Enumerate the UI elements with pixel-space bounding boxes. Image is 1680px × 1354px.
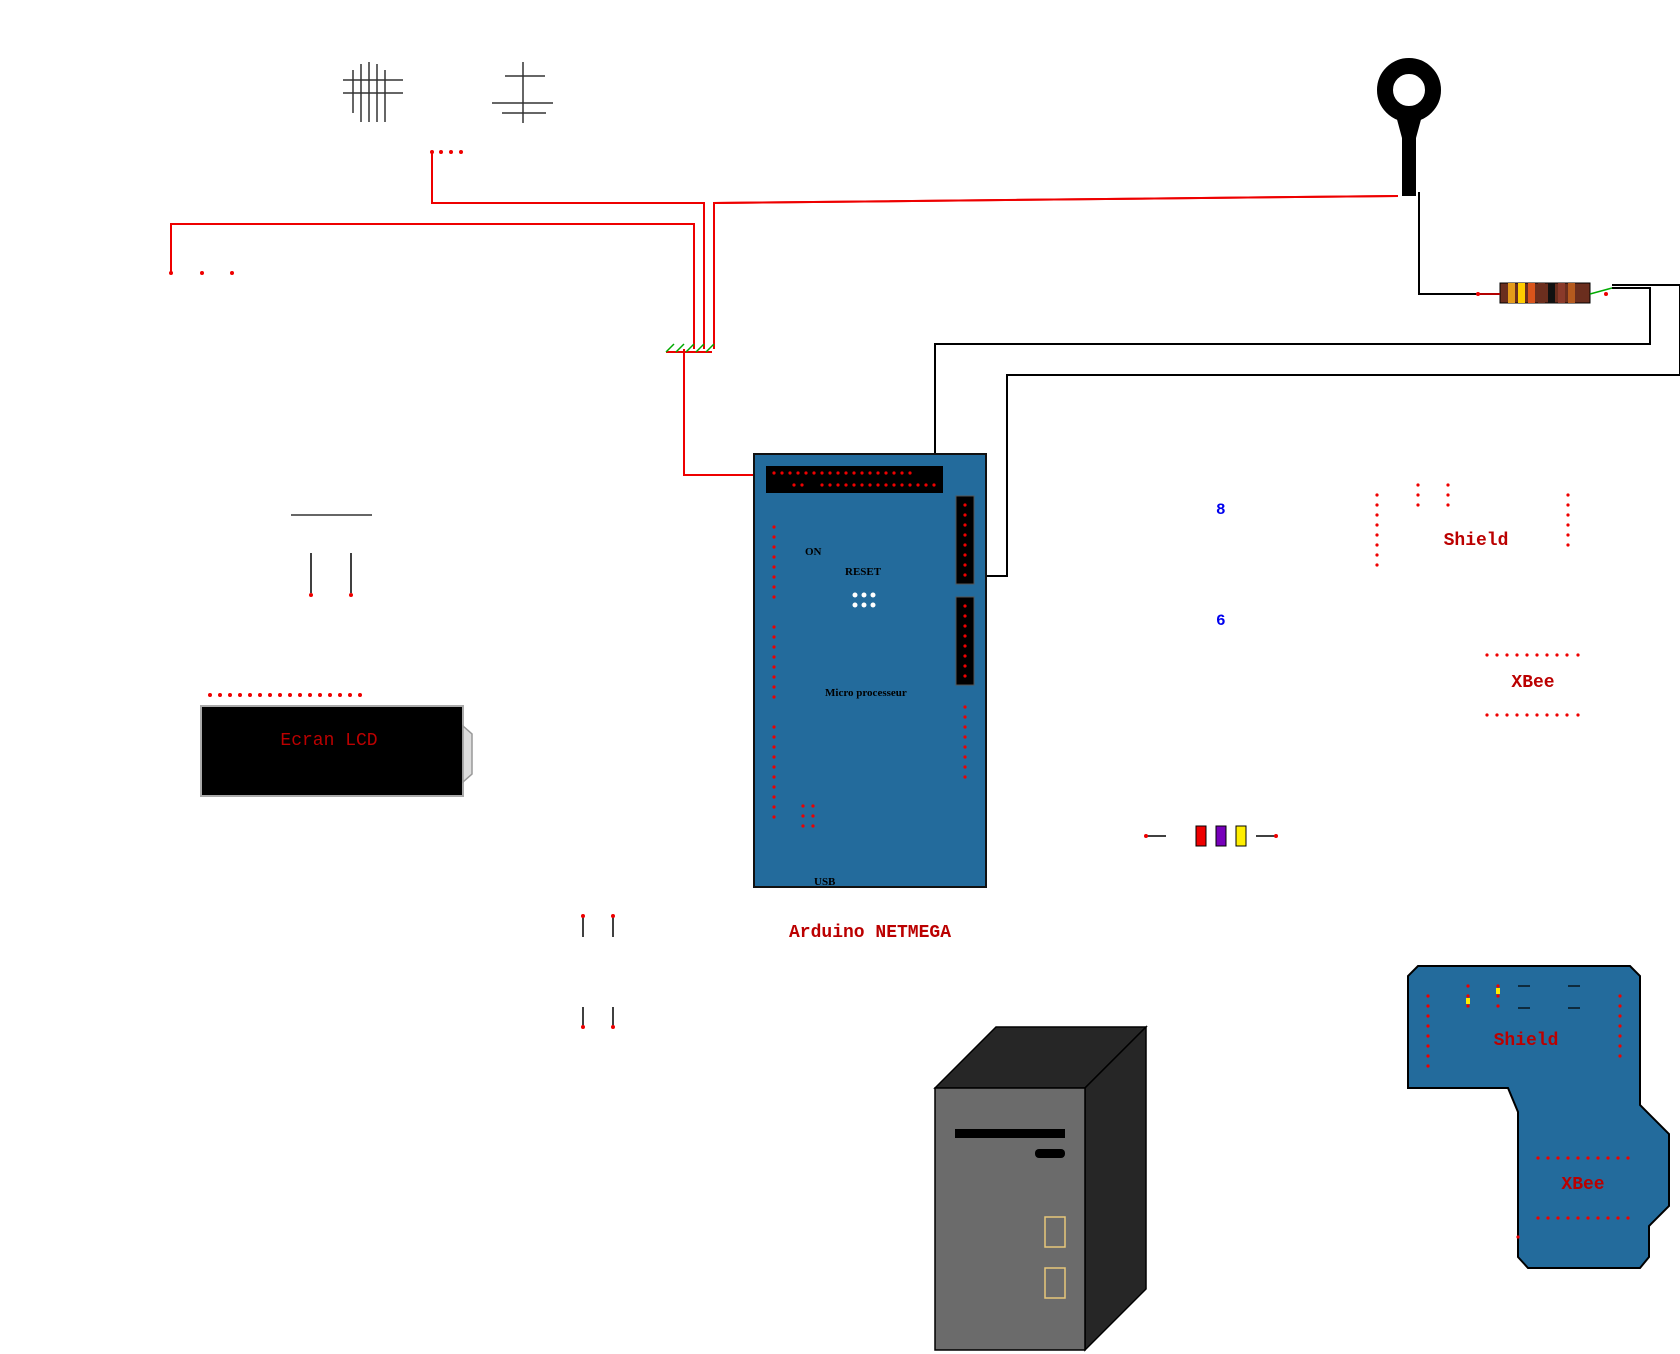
- top-header-pins: [772, 471, 936, 487]
- board-micro-label: Micro processeur: [825, 687, 907, 699]
- board-usb-label: USB: [814, 876, 836, 888]
- pin-8-label: 8: [1216, 501, 1226, 519]
- arduino-board: ON RESET Micro processeur USB: [753, 453, 987, 888]
- switch-symbol-icon: [291, 514, 372, 593]
- left-header-pins: [772, 525, 815, 828]
- connector-dots-top: [169, 150, 463, 275]
- top-xbee-label: XBee: [1511, 673, 1554, 693]
- bottom-shield-label: Shield: [1494, 1031, 1559, 1051]
- bottom-xbee-label: XBee: [1561, 1175, 1604, 1195]
- lcd-pin-row: [208, 693, 362, 697]
- computer-tower-icon: [933, 1025, 1148, 1352]
- right-header-pins: [963, 503, 967, 779]
- multi-line-symbol-icon: [343, 62, 403, 122]
- resistor-icon: [1476, 282, 1613, 304]
- ring-terminal-icon: [1377, 58, 1441, 196]
- icsp-pins: [852, 592, 876, 608]
- board-on-label: ON: [805, 546, 822, 558]
- resistor-small-icon: [1144, 825, 1278, 847]
- lcd-screen: Ecran LCD: [200, 693, 473, 797]
- board-reset-label: RESET: [845, 566, 882, 578]
- black-wires: [934, 192, 1680, 577]
- ground-symbol-icon: [665, 343, 715, 353]
- bottom-shield-board: Shield XBee: [1407, 965, 1670, 1269]
- pin-6-label: 6: [1216, 612, 1226, 630]
- top-shield-label: Shield: [1444, 531, 1509, 551]
- top-xbee: XBee: [1485, 653, 1580, 717]
- lcd-label: Ecran LCD: [280, 731, 377, 751]
- top-shield: Shield: [1375, 483, 1570, 567]
- switch-contacts-icon: [582, 916, 614, 1027]
- cross-symbol-icon: [492, 62, 553, 123]
- red-wires: [170, 152, 1399, 476]
- board-name-label: Arduino NETMEGA: [789, 923, 951, 943]
